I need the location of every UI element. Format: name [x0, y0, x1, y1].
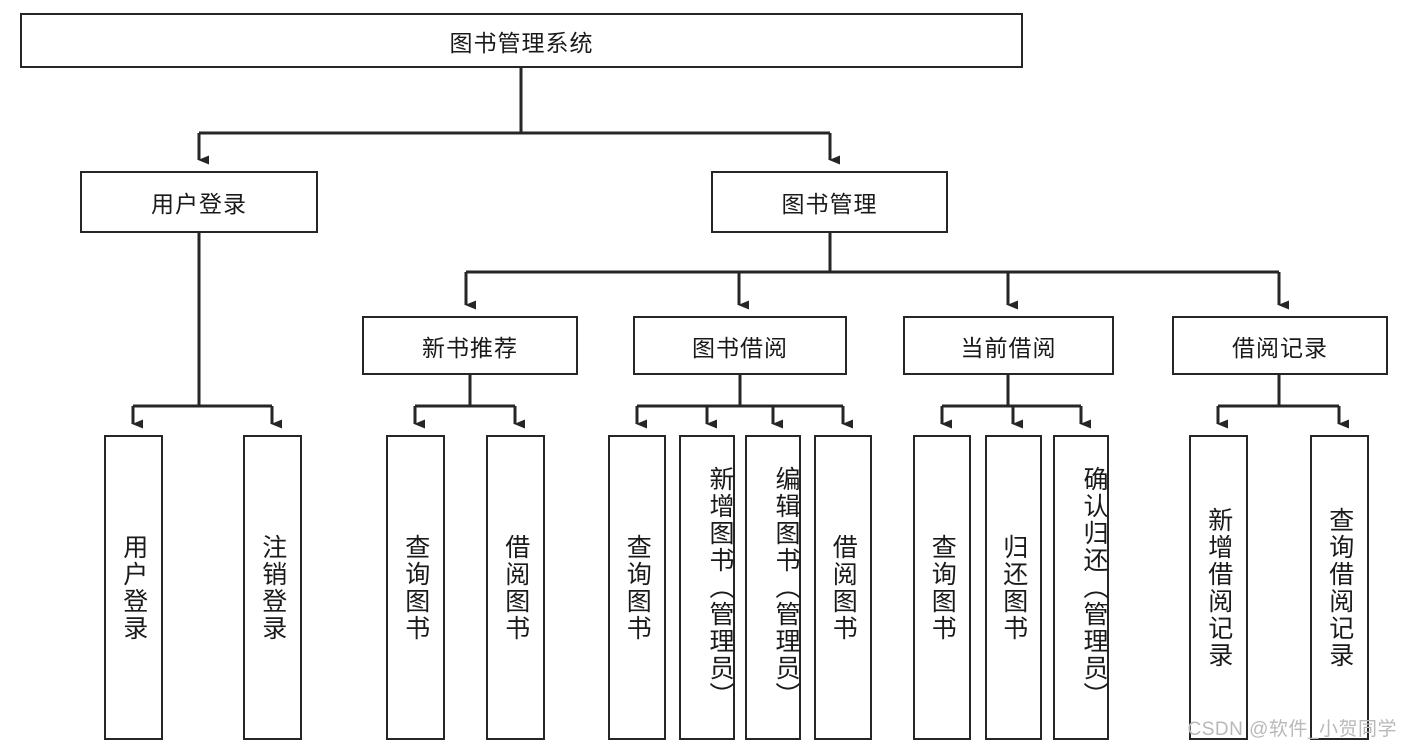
leaf-borrow-book-rec-label: 借阅图书 — [501, 533, 530, 642]
node-user-login-label: 用户登录 — [151, 191, 247, 217]
leaf-logout[interactable]: 注销登录 — [243, 435, 302, 740]
node-current-borrow[interactable]: 当前借阅 — [903, 316, 1114, 375]
leaf-return-book-label: 归还图书 — [999, 533, 1028, 642]
leaf-query-book-cur[interactable]: 查询图书 — [913, 435, 971, 740]
leaf-query-book-rec[interactable]: 查询图书 — [386, 435, 445, 740]
leaf-add-book-admin[interactable]: 新增图书（管理员） — [679, 435, 735, 740]
leaf-add-borrow-record[interactable]: 新增借阅记录 — [1189, 435, 1248, 740]
leaf-logout-label: 注销登录 — [258, 533, 287, 642]
leaf-query-borrow-record-label: 查询借阅记录 — [1325, 506, 1354, 669]
leaf-add-book-admin-label: 新增图书（管理员） — [706, 466, 734, 709]
node-borrow-record-label: 借阅记录 — [1232, 334, 1328, 361]
leaf-user-login-label: 用户登录 — [119, 533, 148, 642]
leaf-borrow-book[interactable]: 借阅图书 — [814, 435, 872, 740]
leaf-borrow-book-rec[interactable]: 借阅图书 — [486, 435, 545, 740]
node-book-borrow-label: 图书借阅 — [692, 334, 788, 361]
node-book-manage[interactable]: 图书管理 — [711, 171, 948, 233]
node-root-system-label: 图书管理系统 — [449, 29, 594, 56]
leaf-edit-book-admin-label: 编辑图书（管理员） — [772, 466, 800, 709]
leaf-confirm-return[interactable]: 确认归还（管理员） — [1053, 435, 1109, 740]
node-book-borrow[interactable]: 图书借阅 — [633, 316, 847, 375]
leaf-query-book[interactable]: 查询图书 — [608, 435, 666, 740]
leaf-query-borrow-record[interactable]: 查询借阅记录 — [1310, 435, 1369, 740]
leaf-add-borrow-record-label: 新增借阅记录 — [1204, 506, 1233, 669]
node-book-manage-label: 图书管理 — [781, 191, 878, 217]
node-current-borrow-label: 当前借阅 — [960, 334, 1057, 361]
leaf-confirm-return-label: 确认归还（管理员） — [1080, 466, 1108, 709]
node-root-system[interactable]: 图书管理系统 — [20, 13, 1023, 68]
leaf-query-book-rec-label: 查询图书 — [401, 533, 430, 642]
leaf-query-book-cur-label: 查询图书 — [928, 533, 957, 642]
node-borrow-record[interactable]: 借阅记录 — [1172, 316, 1388, 375]
node-new-book-recommend[interactable]: 新书推荐 — [362, 316, 578, 375]
leaf-edit-book-admin[interactable]: 编辑图书（管理员） — [745, 435, 801, 740]
leaf-borrow-book-label: 借阅图书 — [829, 533, 858, 642]
leaf-query-book-label: 查询图书 — [623, 533, 652, 642]
node-user-login[interactable]: 用户登录 — [80, 171, 318, 233]
leaf-return-book[interactable]: 归还图书 — [985, 435, 1042, 740]
node-new-book-recommend-label: 新书推荐 — [422, 334, 518, 361]
leaf-user-login[interactable]: 用户登录 — [104, 435, 163, 740]
